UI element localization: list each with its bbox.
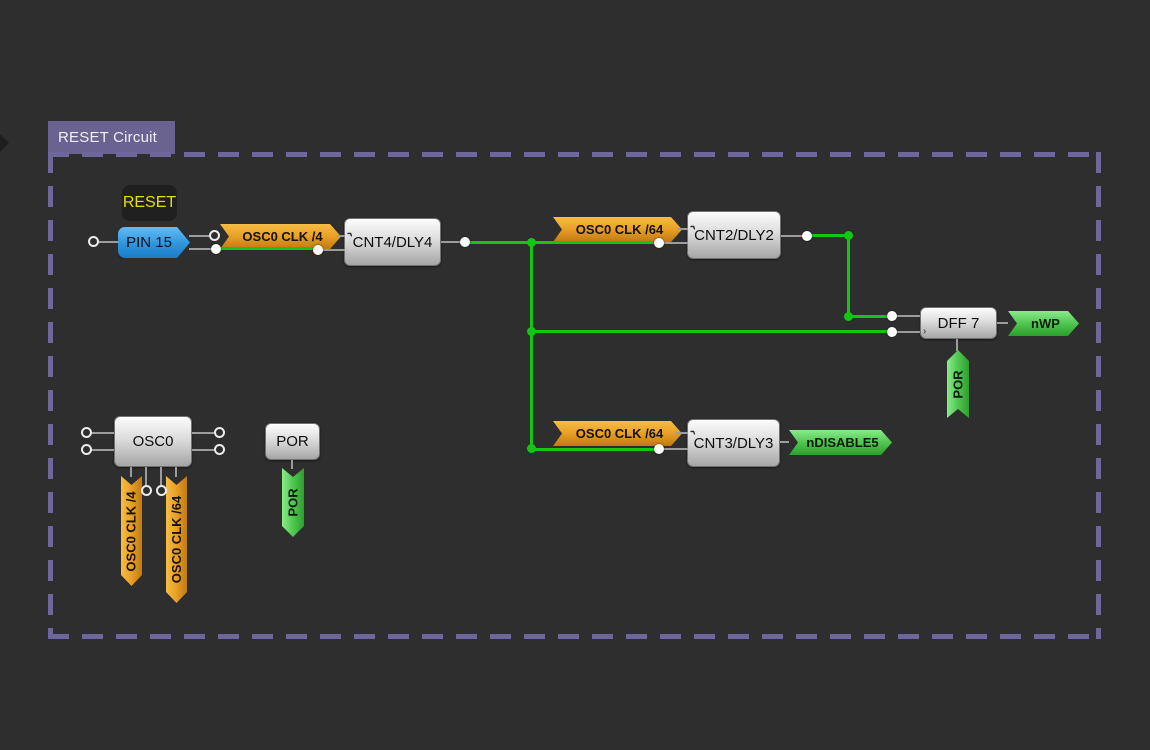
tag-label: OSC0 CLK /4 bbox=[124, 490, 139, 572]
block-osc0[interactable]: OSC0 bbox=[114, 416, 192, 467]
block-cnt4-label: CNT4/DLY4 bbox=[352, 233, 433, 251]
group-tab-label: RESET Circuit bbox=[58, 129, 158, 146]
block-pin15[interactable]: PIN 15 bbox=[118, 227, 190, 258]
tag-label: OSC0 CLK /4 bbox=[242, 229, 323, 244]
stub-cnt2-out bbox=[781, 235, 807, 237]
block-por[interactable]: POR bbox=[265, 423, 320, 460]
net-label-reset-text: RESET bbox=[122, 194, 177, 211]
stub-cnt2-in-data bbox=[659, 242, 688, 244]
pin-ring-pin15-in[interactable] bbox=[88, 236, 99, 247]
block-osc0-label: OSC0 bbox=[132, 433, 174, 450]
stub-osc0-bottom-2 bbox=[145, 467, 147, 486]
pin-ring-osc0-left-1[interactable] bbox=[81, 427, 92, 438]
tag-label: POR bbox=[285, 488, 301, 517]
tag-osc0-clk64[interactable]: OSC0 CLK /64 bbox=[553, 217, 682, 242]
pin-dot-dff7-in-data[interactable] bbox=[887, 311, 897, 321]
wire-cnt2-out-v[interactable] bbox=[847, 234, 850, 318]
stub-pin15-input bbox=[98, 241, 118, 243]
block-pin15-label: PIN 15 bbox=[126, 234, 172, 251]
pin-ring-osc0-bottom-1[interactable] bbox=[141, 485, 152, 496]
pin-ring-osc0-left-2[interactable] bbox=[81, 444, 92, 455]
clock-input-icon: › bbox=[923, 326, 927, 337]
block-dff7[interactable]: DFF 7 bbox=[920, 307, 997, 339]
pin-ring-osc0-right-2[interactable] bbox=[214, 444, 225, 455]
tag-osc0-clk4[interactable]: OSC0 CLK /4 bbox=[220, 224, 341, 249]
wire-junction[interactable] bbox=[527, 444, 536, 453]
stub-pin15-out-top bbox=[189, 235, 209, 237]
tag-label: nDISABLE5 bbox=[806, 435, 879, 450]
tag-nwp[interactable]: nWP bbox=[1008, 311, 1079, 336]
tag-por-input[interactable]: POR bbox=[947, 350, 969, 418]
wire-branch-to-cnt3[interactable] bbox=[530, 448, 659, 451]
tag-osc0-clk4-source[interactable]: OSC0 CLK /4 bbox=[121, 476, 142, 586]
block-dff7-label: DFF 7 bbox=[937, 314, 980, 332]
stub-cnt4-in-clk bbox=[337, 235, 345, 237]
stub-osc0-right-2 bbox=[192, 449, 214, 451]
tag-osc0-clk64-source[interactable]: OSC0 CLK /64 bbox=[166, 476, 187, 603]
tag-osc0-clk64[interactable]: OSC0 CLK /64 bbox=[553, 421, 682, 446]
stub-cnt4-out bbox=[441, 241, 465, 243]
wire-cnt2-out-h[interactable] bbox=[807, 234, 849, 237]
wire-junction[interactable] bbox=[844, 231, 853, 240]
block-cnt4-dly4[interactable]: CNT4/DLY4 bbox=[344, 218, 441, 266]
group-border-top bbox=[48, 152, 1101, 157]
stub-dff7-in-data bbox=[892, 315, 920, 317]
pin-ring-osc0-bottom-2[interactable] bbox=[156, 485, 167, 496]
wire-cnt2-to-dff7[interactable] bbox=[847, 315, 892, 318]
wire-branch-to-dff7-clk[interactable] bbox=[530, 330, 892, 333]
pin-dot-dff7-in-clk[interactable] bbox=[887, 327, 897, 337]
pin-dot-cnt4-out[interactable] bbox=[460, 237, 470, 247]
stub-osc0-left-2 bbox=[91, 449, 114, 451]
stub-osc0-bottom-3 bbox=[160, 467, 162, 486]
pin-ring-osc0-right-1[interactable] bbox=[214, 427, 225, 438]
group-border-right bbox=[1096, 152, 1101, 639]
tag-label: nWP bbox=[1031, 316, 1060, 331]
stub-osc0-right-1 bbox=[192, 432, 214, 434]
stub-osc0-left-1 bbox=[91, 432, 114, 434]
tag-ndisable5[interactable]: nDISABLE5 bbox=[789, 430, 892, 455]
tag-por-source[interactable]: POR bbox=[282, 468, 304, 537]
pin-dot-cnt2-in[interactable] bbox=[654, 238, 664, 248]
wire-junction[interactable] bbox=[527, 238, 536, 247]
block-cnt2-dly2[interactable]: CNT2/DLY2 bbox=[687, 211, 781, 259]
stub-dff7-out bbox=[997, 322, 1008, 324]
stub-cnt3-out bbox=[780, 441, 789, 443]
block-por-label: POR bbox=[276, 433, 309, 450]
stub-dff7-por bbox=[956, 339, 958, 351]
block-cnt2-label: CNT2/DLY2 bbox=[694, 226, 774, 244]
pin-dot-pin15-out[interactable] bbox=[211, 244, 221, 254]
tag-label: OSC0 CLK /64 bbox=[169, 495, 185, 584]
pin-dot-cnt3-in[interactable] bbox=[654, 444, 664, 454]
pin-dot-cnt4-in[interactable] bbox=[313, 245, 323, 255]
stub-dff7-in-clk bbox=[892, 331, 920, 333]
stub-por-out bbox=[291, 460, 293, 469]
tag-label: OSC0 CLK /64 bbox=[575, 222, 664, 237]
wire-pin15-to-cnt4[interactable] bbox=[216, 247, 318, 250]
stub-cnt4-in-data bbox=[318, 249, 345, 251]
tag-label: POR bbox=[950, 369, 966, 399]
net-label-reset: RESET bbox=[122, 185, 177, 221]
wire-cnt4-to-cnt2[interactable] bbox=[465, 241, 659, 244]
group-tab-reset-circuit[interactable]: RESET Circuit bbox=[48, 121, 175, 154]
wire-branch-vertical[interactable] bbox=[530, 241, 533, 450]
stub-osc0-bottom-1 bbox=[130, 467, 132, 477]
tag-label: OSC0 CLK /64 bbox=[575, 426, 664, 441]
stub-pin15-out-bottom bbox=[189, 248, 216, 250]
pin-dot-cnt2-out[interactable] bbox=[802, 231, 812, 241]
block-cnt3-label: CNT3/DLY3 bbox=[693, 434, 774, 452]
stub-cnt3-in-data bbox=[659, 448, 688, 450]
cursor-icon bbox=[0, 134, 9, 152]
wire-junction[interactable] bbox=[527, 327, 536, 336]
block-cnt3-dly3[interactable]: CNT3/DLY3 bbox=[687, 419, 780, 467]
stub-osc0-bottom-4 bbox=[175, 467, 177, 477]
group-border-bottom bbox=[48, 634, 1101, 639]
stub-cnt2-in-clk bbox=[678, 228, 688, 230]
stub-cnt3-in-clk bbox=[676, 432, 688, 434]
group-border-left bbox=[48, 152, 53, 639]
pin-ring-pin15-out-top[interactable] bbox=[209, 230, 220, 241]
wire-junction[interactable] bbox=[844, 312, 853, 321]
